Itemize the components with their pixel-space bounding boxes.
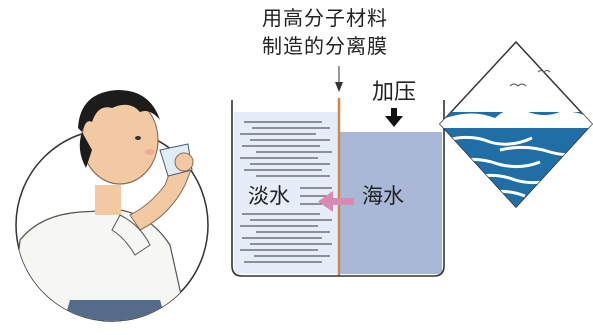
left-arrow-icon <box>318 191 354 212</box>
fresh-water-lines <box>240 121 332 263</box>
membrane-label-line-1: 用高分子材料 <box>262 6 388 30</box>
bird-icon <box>509 83 527 87</box>
sea-water-label: 海水 <box>362 184 404 208</box>
membrane-label-line-2: 制造的分离膜 <box>262 34 388 58</box>
fresh-water-label: 淡水 <box>248 184 290 208</box>
down-arrow-icon <box>385 108 403 127</box>
pressure-label: 加压 <box>372 80 417 105</box>
desalination-tank <box>231 66 445 277</box>
boy-illustration <box>15 90 209 322</box>
ocean-illustration <box>438 40 593 209</box>
down-arrow-icon <box>335 82 343 92</box>
bird-icon <box>537 70 551 73</box>
